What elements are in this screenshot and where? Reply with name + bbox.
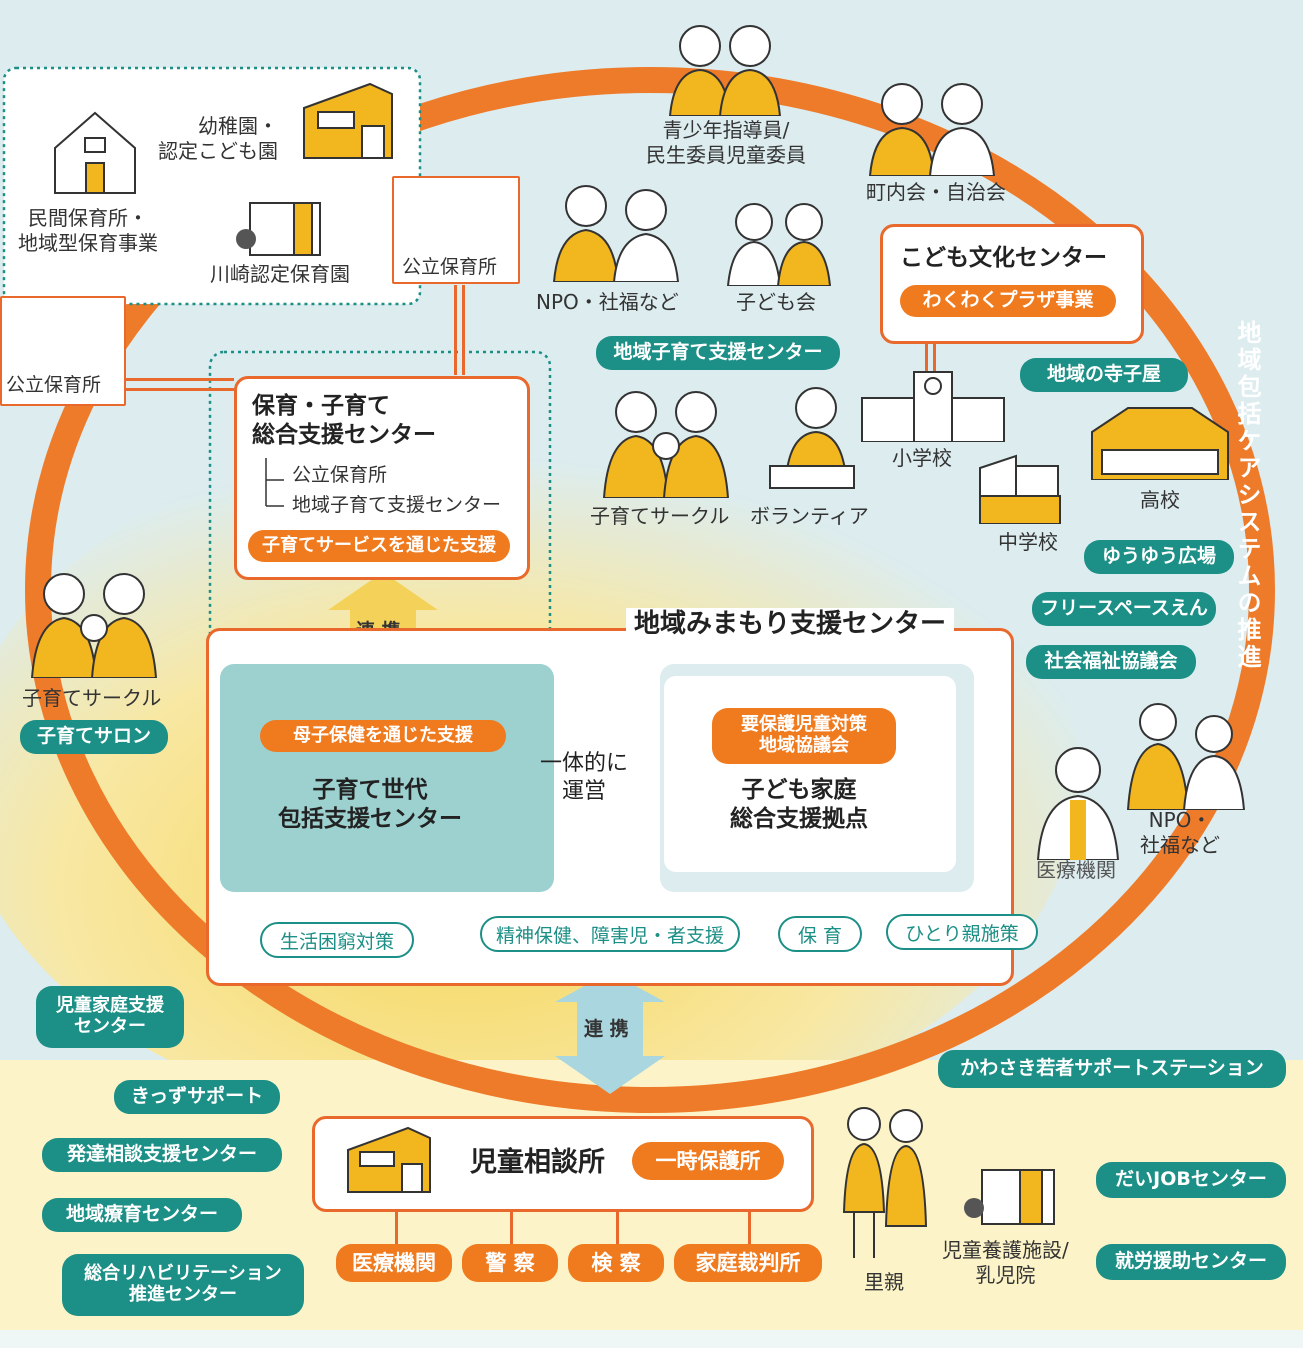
temporary-shelter-badge: 一時保護所	[632, 1142, 784, 1180]
junior-high-label: 中学校	[998, 530, 1058, 554]
generation-center-panel	[220, 664, 554, 892]
npo-elder-people-icon	[1126, 703, 1246, 810]
elementary-label: 小学校	[892, 446, 952, 470]
family-base-inner	[664, 676, 956, 872]
kawasaki-nursery-building-icon	[236, 202, 321, 256]
maternal-health-badge: 母子保健を通じた支援	[260, 720, 506, 752]
medical-doctor-icon	[1036, 747, 1120, 860]
tag-single-parent: ひとり親施策	[886, 914, 1038, 950]
connector-line	[454, 285, 457, 375]
neighborhood-people-icon	[868, 83, 996, 176]
npo-label: NPO・社福など	[536, 290, 679, 314]
public-nursery-box	[0, 296, 126, 406]
neighborhood-label: 町内会・自治会	[866, 180, 1006, 204]
org-police: 警 察	[462, 1244, 558, 1282]
connector-line	[124, 378, 234, 381]
kids-club-label: 子ども会	[736, 290, 816, 314]
high-school-icon	[1091, 407, 1229, 480]
org-family-court: 家庭裁判所	[674, 1244, 822, 1282]
facility-building-icon	[964, 1169, 1055, 1225]
volunteer-label: ボランティア	[750, 504, 869, 528]
junior-high-school-icon	[979, 454, 1061, 524]
connector-line	[124, 388, 234, 391]
kindergarten-building-icon	[303, 82, 393, 159]
private-nursery-label: 民間保育所・ 地域型保育事業	[18, 206, 158, 255]
kids-support-badge: きっずサポート	[114, 1080, 280, 1114]
kawasaki-nursery-label: 川崎認定保育園	[210, 262, 350, 286]
unified-operation-label: 一体的に 運営	[540, 751, 629, 804]
high-school-label: 高校	[1140, 488, 1180, 512]
freespace-badge: フリースペースえん	[1032, 592, 1216, 626]
job-center-badge: だいJOBセンター	[1096, 1162, 1286, 1198]
npo-people-icon	[552, 185, 680, 282]
public-nursery-label: 公立保育所	[6, 374, 102, 396]
kindergarten-label: 幼稚園・ 認定こども園	[158, 114, 278, 163]
guidance-center-building-icon	[347, 1126, 431, 1193]
development-center-badge: 発達相談支援センター	[42, 1138, 282, 1172]
culture-center-title: こども文化センター	[900, 245, 1107, 271]
rehab-center-badge: 総合リハビリテーション 推進センター	[62, 1254, 304, 1316]
tree-lines	[265, 458, 284, 507]
youth-guidance-people-icon	[668, 25, 782, 116]
org-prosecutor: 検 察	[568, 1244, 664, 1282]
council-badge: 要保護児童対策 地域協議会	[712, 708, 896, 764]
culture-center-box	[880, 224, 1144, 344]
wakuwaku-badge: わくわくプラザ事業	[900, 285, 1116, 317]
childcare-service-badge: 子育てサービスを通じた支援	[248, 530, 510, 562]
foster-label: 里親	[864, 1270, 904, 1294]
private-nursery-house-icon	[54, 111, 136, 194]
child-salon-badge: 子育てサロン	[20, 720, 168, 754]
volunteer-people-icon	[769, 387, 855, 489]
connector-line	[395, 1205, 398, 1245]
connector-line	[510, 1205, 513, 1245]
general-support-center-title: 保育・子育て 総合支援センター	[252, 393, 436, 448]
connector-line	[748, 1205, 751, 1245]
tag-poverty: 生活困窮対策	[260, 922, 414, 958]
child-circle-label-left: 子育てサークル	[22, 686, 162, 710]
child-circle-family-icon-left	[30, 573, 158, 678]
connector-line	[462, 285, 465, 375]
general-support-sub1: 公立保育所	[292, 464, 388, 486]
youth-station-badge: かわさき若者サポートステーション	[938, 1050, 1286, 1088]
connector-line	[933, 338, 936, 388]
child-circle-label: 子育てサークル	[590, 504, 730, 528]
terakoya-badge: 地域の寺子屋	[1020, 358, 1188, 392]
child-circle-family-icon	[602, 391, 730, 498]
medical-label: 医療機関	[1036, 858, 1116, 882]
kids-club-people-icon	[726, 203, 832, 286]
public-nursery-label: 公立保育所	[402, 256, 498, 278]
tag-childcare: 保 育	[778, 916, 862, 952]
link-label-bottom: 連 携	[584, 1018, 629, 1040]
npo-label-right: NPO・ 社福など	[1140, 808, 1220, 857]
youth-guidance-label: 青少年指導員/ 民生委員児童委員	[646, 118, 806, 167]
public-nursery-box	[392, 176, 520, 284]
foster-parents-icon	[842, 1107, 928, 1258]
guidance-center-title: 児童相談所	[470, 1147, 605, 1178]
care-system-ring-label: 地域包括ケアシステムの推進	[1233, 320, 1261, 671]
tag-mental-health: 精神保健、障害児・者支援	[480, 916, 740, 952]
facility-label: 児童養護施設/ 乳児院	[942, 1238, 1069, 1287]
connector-line	[925, 338, 928, 388]
family-base-label: 子ども家庭 総合支援拠点	[730, 777, 868, 832]
mimamori-title: 地域みまもり支援センター	[626, 608, 955, 641]
elementary-school-icon	[861, 371, 1005, 442]
therapy-center-badge: 地域療育センター	[42, 1198, 242, 1232]
local-support-center-badge: 地域子育て支援センター	[596, 336, 840, 370]
general-support-sub2: 地域子育て支援センター	[292, 494, 502, 516]
welfare-council-badge: 社会福祉協議会	[1026, 645, 1196, 679]
employment-center-badge: 就労援助センター	[1096, 1244, 1286, 1280]
connector-line	[616, 1205, 619, 1245]
family-support-center-badge: 児童家庭支援 センター	[36, 986, 184, 1048]
yuyu-badge: ゆうゆう広場	[1084, 540, 1234, 574]
org-medical: 医療機関	[336, 1244, 452, 1282]
generation-center-label: 子育て世代 包括支援センター	[278, 777, 462, 832]
